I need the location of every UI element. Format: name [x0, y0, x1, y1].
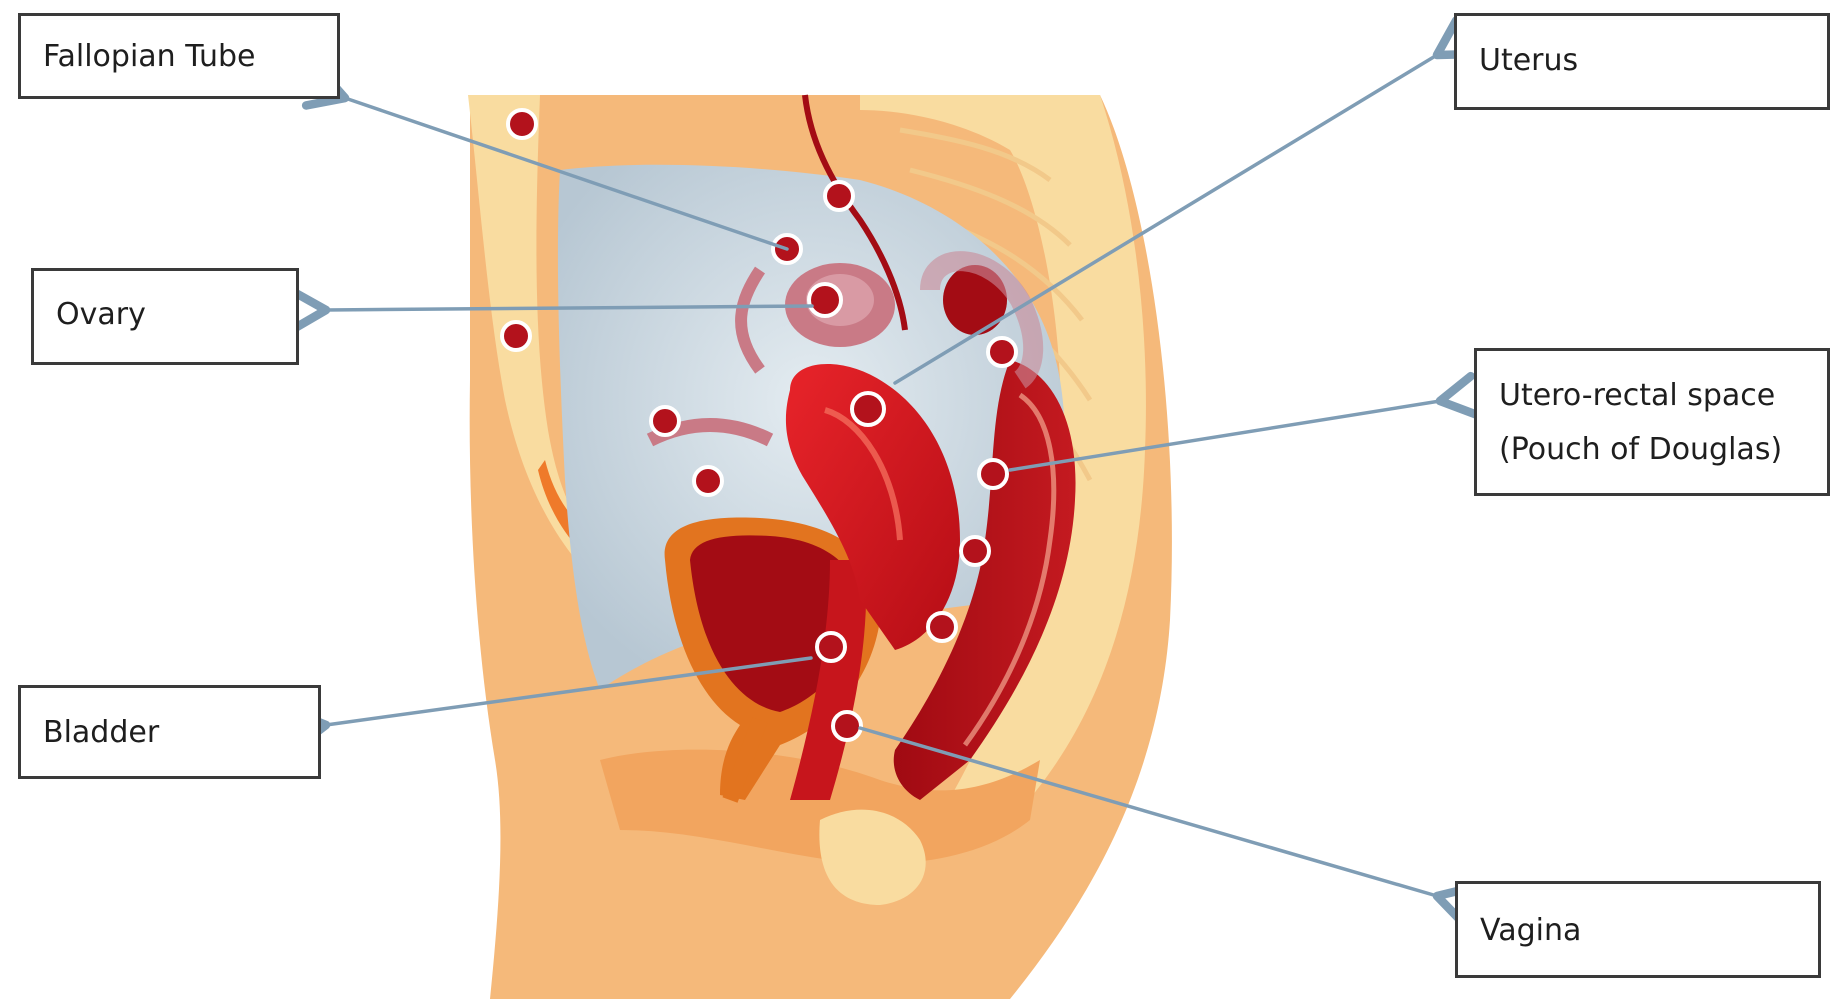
label-bladder: Bladder	[18, 685, 321, 779]
lesion-dot	[928, 613, 956, 641]
label-text-line2: (Pouch of Douglas)	[1499, 423, 1805, 477]
lesion-dot	[694, 467, 722, 495]
lesion-dot	[809, 284, 841, 316]
label-vagina: Vagina	[1455, 881, 1821, 978]
label-text: Uterus	[1479, 34, 1805, 88]
label-uterus: Uterus	[1454, 13, 1830, 110]
label-pouch-of-douglas: Utero-rectal space (Pouch of Douglas)	[1474, 348, 1830, 496]
lesion-dot	[961, 537, 989, 565]
lesion-dot	[817, 633, 845, 661]
lesion-dot	[502, 322, 530, 350]
lesion-dot	[508, 110, 536, 138]
lesion-dot	[651, 407, 679, 435]
lesion-dot	[852, 393, 884, 425]
lesion-dot	[988, 338, 1016, 366]
label-text: Vagina	[1480, 904, 1796, 958]
lesion-dot	[979, 460, 1007, 488]
label-text: Ovary	[56, 288, 274, 342]
label-fallopian-tube: Fallopian Tube	[18, 13, 340, 99]
lesion-dot	[833, 712, 861, 740]
lesion-dot	[825, 182, 853, 210]
label-text: Fallopian Tube	[43, 30, 315, 84]
label-text-line1: Utero-rectal space	[1499, 369, 1805, 423]
label-ovary: Ovary	[31, 268, 299, 365]
label-text: Bladder	[43, 706, 296, 760]
